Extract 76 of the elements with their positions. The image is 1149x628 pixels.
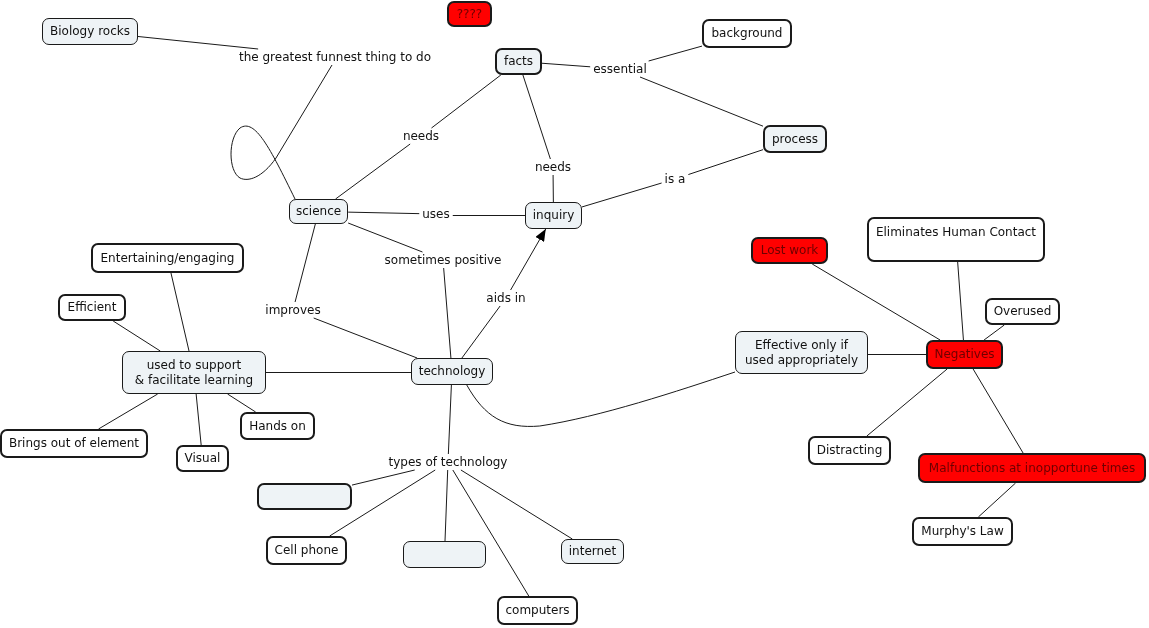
connector-line	[867, 354, 927, 355]
connector-line	[957, 261, 964, 341]
concept-box: facts	[495, 48, 542, 75]
connector-line	[112, 320, 161, 352]
concept-box	[403, 541, 486, 568]
concept-box: Eliminates Human Contact	[867, 217, 1045, 262]
linking-phrase: is a	[661, 171, 689, 187]
connector-line	[294, 223, 316, 303]
connector-line	[466, 371, 736, 427]
concept-box: used to support & facilitate learning	[122, 351, 266, 394]
concept-box: computers	[497, 596, 578, 625]
connector-line	[313, 317, 418, 359]
concept-box: Overused	[985, 298, 1060, 325]
connector-line	[430, 74, 502, 129]
linking-phrase: the greatest funnest thing to do	[235, 49, 435, 65]
connector-line	[347, 222, 423, 253]
concept-box: process	[763, 125, 827, 153]
connector-line	[227, 393, 257, 413]
connector-line	[347, 211, 420, 215]
linking-phrase: sometimes positive	[381, 252, 505, 268]
connector-line	[98, 393, 159, 430]
concept-box: Lost work	[751, 237, 828, 264]
linking-phrase: essential	[590, 61, 650, 77]
connector-line	[460, 469, 573, 540]
concept-box: Entertaining/engaging	[91, 243, 244, 273]
concept-box: Efficient	[58, 294, 126, 321]
connector-line	[648, 45, 703, 62]
linking-phrase: improves	[262, 302, 324, 318]
linking-phrase: types of technology	[385, 454, 511, 470]
connector-line	[443, 267, 452, 359]
connector-line	[983, 324, 1005, 341]
connector-line	[541, 62, 591, 68]
connector-line	[972, 368, 1024, 454]
linking-phrase: aids in	[483, 290, 529, 306]
connector-line	[444, 469, 449, 542]
concept-box: Negatives	[926, 340, 1003, 369]
linking-phrase: uses	[419, 206, 453, 222]
connector-line	[461, 305, 501, 359]
connector-line	[866, 368, 948, 437]
connector-line	[230, 64, 333, 200]
concept-box: Cell phone	[266, 536, 347, 565]
connector-line	[452, 469, 530, 597]
connector-line	[195, 393, 202, 446]
concept-box: internet	[561, 539, 624, 564]
connector-line	[447, 384, 452, 455]
concept-box: Effective only if used appropriately	[735, 331, 868, 374]
concept-box: technology	[411, 358, 493, 385]
connector-line	[452, 215, 526, 216]
concept-box: ????	[447, 1, 492, 27]
concept-box: Biology rocks	[42, 18, 138, 45]
connector-line	[265, 372, 412, 373]
concept-box: Distracting	[808, 436, 891, 465]
connector-line	[581, 182, 663, 208]
concept-box: Visual	[176, 445, 229, 472]
concept-box: Hands on	[240, 412, 315, 440]
concept-box: inquiry	[525, 202, 582, 229]
linking-phrase: needs	[399, 128, 443, 144]
connector-line	[335, 143, 411, 200]
concept-box: science	[289, 199, 349, 224]
connector-line	[977, 482, 1017, 518]
connector-line	[522, 74, 551, 160]
connector-line	[639, 76, 764, 127]
connector-line	[137, 36, 259, 50]
connector-line	[329, 469, 436, 537]
connector-line	[811, 263, 941, 341]
connector-line	[170, 272, 190, 352]
concept-box: Malfunctions at inopportune times	[918, 453, 1146, 483]
concept-box: background	[702, 19, 792, 48]
arrow	[510, 228, 547, 291]
connector-line	[552, 174, 554, 203]
connector-line	[351, 469, 416, 486]
connector-line	[687, 149, 764, 176]
concept-box: Murphy's Law	[912, 517, 1013, 546]
concept-box	[257, 483, 352, 510]
concept-box: Brings out of element	[0, 429, 148, 458]
linking-phrase: needs	[531, 159, 575, 175]
